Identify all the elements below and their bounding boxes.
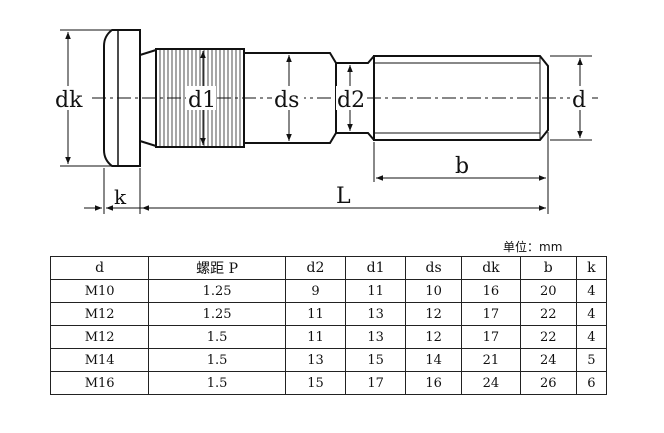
header-d: d	[49, 256, 150, 280]
table-cell: 1.25	[148, 279, 286, 303]
table-cell: 1.25	[148, 302, 286, 326]
table-cell: 12	[405, 302, 463, 326]
label-d: d	[572, 88, 586, 113]
bolt-neck	[139, 49, 157, 147]
bolt-drawing: dk d1 ds d2 d b k L	[55, 29, 598, 214]
header-dk: dk	[461, 256, 521, 280]
dimension-labels: dk d1 ds d2 d b k L	[55, 86, 590, 209]
table-cell: 20	[519, 279, 577, 303]
table-cell: M10	[49, 279, 150, 303]
header-d1: d1	[345, 256, 407, 280]
table-cell: 5	[575, 348, 608, 372]
table-cell: 21	[461, 348, 521, 372]
table-cell: 12	[405, 325, 463, 349]
table-cell: 17	[345, 371, 407, 395]
table-cell: 1.5	[148, 348, 286, 372]
table-cell: M12	[49, 325, 150, 349]
table-cell: 10	[405, 279, 463, 303]
table-cell: M12	[49, 302, 150, 326]
table-header-row: d 螺距 P d2 d1 ds dk b k	[49, 256, 608, 280]
header-d2: d2	[284, 256, 347, 280]
table-cell: 4	[575, 279, 608, 303]
table-cell: 17	[461, 325, 521, 349]
waist	[336, 55, 375, 141]
table-cell: 11	[345, 279, 407, 303]
table-cell: 1.5	[148, 371, 286, 395]
label-b: b	[455, 154, 469, 179]
table-cell: 17	[461, 302, 521, 326]
table-cell: 4	[575, 302, 608, 326]
table-cell: 4	[575, 325, 608, 349]
table-cell: 11	[284, 325, 347, 349]
table-cell: 26	[519, 371, 577, 395]
table-cell: 22	[519, 325, 577, 349]
table-cell: 15	[345, 348, 407, 372]
table-cell: 14	[405, 348, 463, 372]
table-cell: M16	[49, 371, 150, 395]
label-ds: ds	[274, 88, 299, 113]
label-dk: dk	[55, 88, 83, 113]
table-cell: 13	[284, 348, 347, 372]
table-cell: 15	[284, 371, 347, 395]
table-cell: 13	[345, 325, 407, 349]
table-cell: 22	[519, 302, 577, 326]
table-cell: 1.5	[148, 325, 286, 349]
table-cell: 24	[519, 348, 577, 372]
table-cell: 16	[461, 279, 521, 303]
label-d1: d1	[188, 88, 216, 113]
table-cell: 9	[284, 279, 347, 303]
header-ds: ds	[405, 256, 463, 280]
table-cell: M14	[49, 348, 150, 372]
label-d2: d2	[337, 88, 365, 113]
header-b: b	[519, 256, 577, 280]
header-pitch: 螺距 P	[148, 256, 286, 280]
table-cell: 6	[575, 371, 608, 395]
table-cell: 16	[405, 371, 463, 395]
label-k: k	[114, 185, 127, 209]
table-cell: 13	[345, 302, 407, 326]
table-cell: 24	[461, 371, 521, 395]
dimension-lines	[65, 32, 583, 211]
header-k: k	[575, 256, 608, 280]
table-cell: 11	[284, 302, 347, 326]
label-L: L	[336, 184, 351, 209]
unit-label: 单位：mm	[503, 240, 563, 254]
